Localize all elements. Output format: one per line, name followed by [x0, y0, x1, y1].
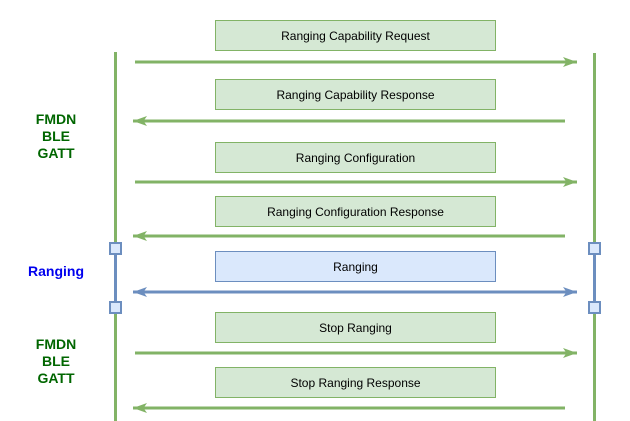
phase-label-line: BLE: [42, 128, 70, 144]
phase-label-line: GATT: [37, 145, 75, 161]
message-box-ranging-capability-request: Ranging Capability Request: [215, 20, 496, 51]
message-box-ranging-capability-response: Ranging Capability Response: [215, 79, 496, 110]
message-label: Ranging Capability Request: [281, 28, 430, 43]
activation-square-right-top: [588, 242, 601, 255]
phase-label-ranging: Ranging: [6, 263, 106, 280]
activation-square-right-bottom: [588, 301, 601, 314]
message-label: Stop Ranging: [319, 320, 392, 335]
activation-square-left-top: [109, 242, 122, 255]
message-box-ranging-configuration-response: Ranging Configuration Response: [215, 196, 496, 227]
message-label: Ranging Capability Response: [276, 87, 435, 102]
message-box-ranging-configuration: Ranging Configuration: [215, 142, 496, 173]
phase-label-fmdn-ble-gatt-top: FMDN BLE GATT: [6, 111, 106, 162]
phase-label-line: FMDN: [35, 111, 77, 127]
message-box-ranging: Ranging: [215, 251, 496, 282]
message-label: Ranging: [333, 259, 378, 274]
phase-label-line: BLE: [42, 353, 70, 369]
phase-label-line: GATT: [37, 370, 75, 386]
phase-label-fmdn-ble-gatt-bottom: FMDN BLE GATT: [6, 336, 106, 387]
message-label: Ranging Configuration: [295, 150, 416, 165]
activation-square-left-bottom: [109, 301, 122, 314]
message-box-stop-ranging: Stop Ranging: [215, 312, 496, 343]
message-box-stop-ranging-response: Stop Ranging Response: [215, 367, 496, 398]
phase-label-line: FMDN: [35, 336, 77, 352]
message-label: Stop Ranging Response: [290, 375, 421, 390]
phase-label-line: Ranging: [28, 263, 84, 279]
message-label: Ranging Configuration Response: [267, 204, 444, 219]
